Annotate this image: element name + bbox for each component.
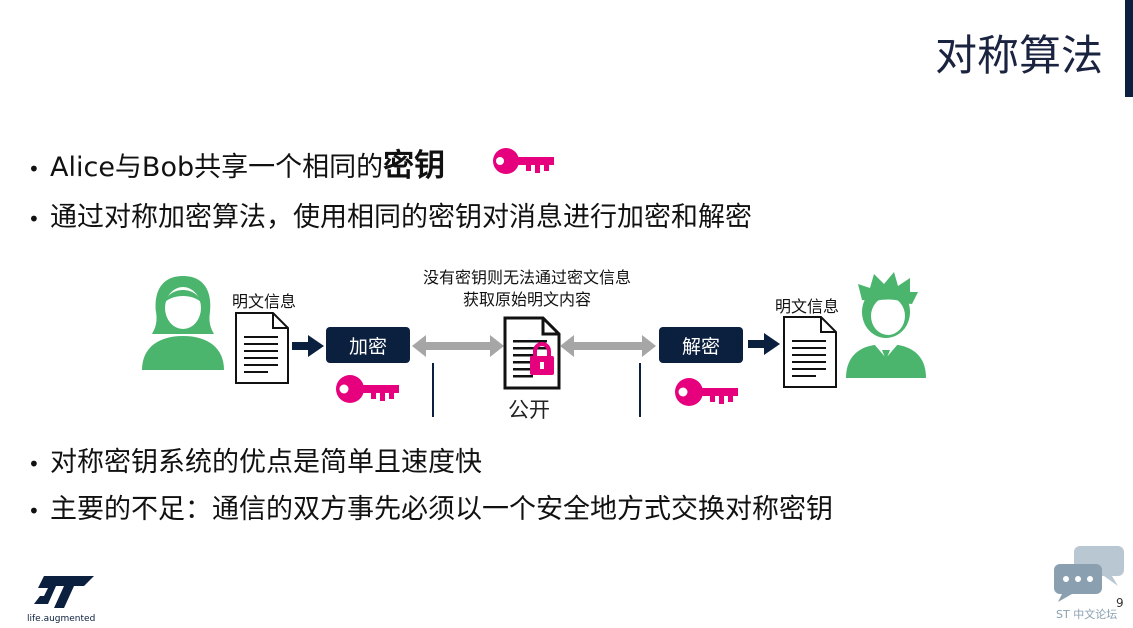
lock-icon xyxy=(530,342,554,375)
bullet-symbol: • xyxy=(28,206,40,231)
public-label: 公开 xyxy=(508,398,550,422)
bullet-4-text: 主要的不足：通信的双方事先必须以一个安全地方式交换对称密钥 xyxy=(50,494,833,525)
double-arrow-icon xyxy=(560,335,656,357)
alice-person-icon xyxy=(142,276,224,370)
key-icon xyxy=(493,148,554,174)
bullet-symbol: • xyxy=(28,451,40,476)
bullet-4: • 主要的不足：通信的双方事先必须以一个安全地方式交换对称密钥 xyxy=(28,487,833,526)
bullet-2: • 通过对称加密算法，使用相同的密钥对消息进行加密和解密 xyxy=(28,195,752,234)
center-note: 没有密钥则无法通过密文信息 获取原始明文内容 xyxy=(412,267,642,311)
page-number: 9 xyxy=(1116,596,1124,610)
bullet-symbol: • xyxy=(28,498,40,523)
bullet-3: • 对称密钥系统的优点是简单且速度快 xyxy=(28,440,482,479)
bob-person-icon xyxy=(846,272,926,378)
title-accent-bar xyxy=(1125,0,1133,97)
boundary-line-right xyxy=(639,363,641,417)
boundary-line-left xyxy=(432,363,434,417)
logo-tagline: life.augmented xyxy=(27,614,96,624)
note-line-1: 没有密钥则无法通过密文信息 xyxy=(422,268,631,287)
key-icon xyxy=(675,378,738,406)
double-arrow-icon xyxy=(412,335,504,357)
bullet-symbol: • xyxy=(28,156,40,181)
left-doc-label: 明文信息 xyxy=(232,292,297,311)
st-logo-icon xyxy=(34,576,94,608)
decrypt-box: 解密 xyxy=(659,327,743,363)
plaintext-document-icon xyxy=(783,316,837,388)
encrypt-box: 加密 xyxy=(326,327,410,363)
chat-bubbles-icon xyxy=(1054,546,1124,602)
right-doc-label: 明文信息 xyxy=(775,297,840,316)
bullet-1-bold: 密钥 xyxy=(383,148,446,184)
bullet-1-text: Alice与Bob共享一个相同的 xyxy=(50,152,384,183)
bullet-1: • Alice与Bob共享一个相同的密钥 xyxy=(28,140,445,185)
forum-label: ST 中文论坛 xyxy=(1056,608,1118,621)
arrow-right-icon xyxy=(748,333,780,355)
arrow-right-icon xyxy=(292,335,324,357)
slide-title: 对称算法 xyxy=(934,31,1103,80)
plaintext-document-icon xyxy=(235,312,289,384)
note-line-2: 获取原始明文内容 xyxy=(462,290,591,309)
key-icon xyxy=(336,375,399,403)
bullet-3-text: 对称密钥系统的优点是简单且速度快 xyxy=(50,447,482,478)
bullet-2-text: 通过对称加密算法，使用相同的密钥对消息进行加密和解密 xyxy=(50,202,752,233)
